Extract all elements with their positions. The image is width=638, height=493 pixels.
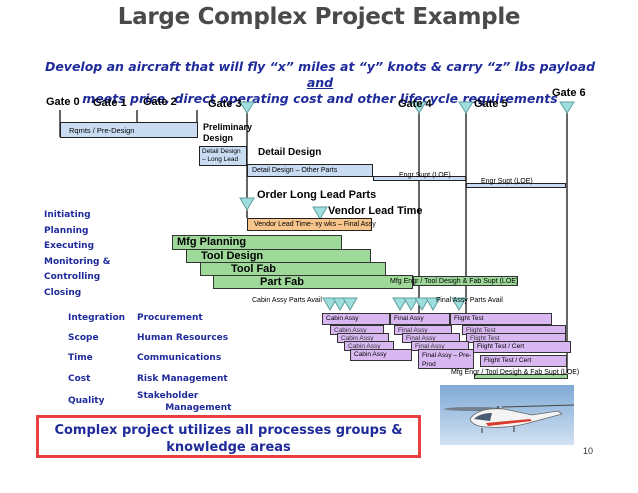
slide-subtitle: Develop an aircraft that will fly “x” mi… xyxy=(40,59,600,107)
ka-procurement: Procurement xyxy=(137,313,203,323)
pg-executing: Executing xyxy=(44,241,95,251)
subtitle-part-1: Develop an aircraft that will fly “x” mi… xyxy=(44,59,596,74)
flight-test-cert-1: Flight Test / Cert xyxy=(473,341,571,353)
pg-controlling: Controlling xyxy=(44,272,101,282)
gate-4-milestone xyxy=(411,101,427,114)
preliminary-design-label: Preliminary Design xyxy=(203,122,253,143)
detail-other-label: Detail Design – Other Parts xyxy=(252,167,338,174)
cabin-parts-avail-label: Cabin Assy Parts Avail xyxy=(252,297,322,304)
detail-long-lead-bar: Detail Design – Long Lead xyxy=(199,146,247,166)
gate-5-milestone xyxy=(458,101,474,114)
cabin-parts-milestone-2 xyxy=(332,297,348,311)
footer-text: Complex project utilizes all processes g… xyxy=(54,423,403,455)
final-assy-1: Final Assy xyxy=(390,313,450,325)
final-parts-milestone-3 xyxy=(414,297,430,311)
mfg-engr-label-1: Mfg Engr / Tool Desigh & Fab Supt (LOE) xyxy=(390,278,519,285)
subtitle-part-2: meets price, direct operating cost and o… xyxy=(82,91,558,106)
ka-integration: Integration xyxy=(68,313,126,323)
final-parts-milestone-1 xyxy=(392,297,408,311)
mfg-engr-bar-2 xyxy=(474,374,568,379)
mfg-planning-label: Mfg Planning xyxy=(177,236,247,248)
vendor-lead-bar: Vendor Lead Time- xy wks – Final Assy xyxy=(247,218,376,231)
ka-human-resources: Human Resources xyxy=(137,333,229,343)
final-parts-milestone-4 xyxy=(425,297,441,311)
gate-5-label: Gate 5 xyxy=(474,98,508,110)
helicopter-image xyxy=(440,385,574,445)
order-long-lead-milestone xyxy=(239,197,255,211)
tool-design-bar: Tool Design xyxy=(186,249,371,263)
rqmts-label: Rqmts / Pre-Design xyxy=(69,126,135,135)
vendor-lead-milestone xyxy=(312,206,328,220)
detail-design-label: Detail Design xyxy=(258,147,322,158)
pg-planning: Planning xyxy=(44,226,89,236)
cabin-assy-1: Cabin Assy xyxy=(322,313,390,325)
gate-3-milestone xyxy=(239,101,255,114)
ka-stakeholder-management: Stakeholder Management xyxy=(137,391,232,413)
gate-0-label: Gate 0 xyxy=(46,96,80,108)
flight-test-milestone-1 xyxy=(451,297,467,311)
pg-monitoring: Monitoring & xyxy=(44,257,111,267)
cabin-parts-milestone-3 xyxy=(342,297,358,311)
cabin-parts-milestone-1 xyxy=(322,297,338,311)
ka-time: Time xyxy=(68,353,93,363)
flight-test-cert-2: Flight Test / Cert xyxy=(480,355,567,367)
final-assy-preprod: Final Assy – Pre- Prod xyxy=(418,349,474,369)
vendor-lead-bar-label: Vendor Lead Time- xy wks – Final Assy xyxy=(254,221,376,228)
final-parts-avail-label: Final Assy Parts Avail xyxy=(436,297,503,304)
gate-4-label: Gate 4 xyxy=(398,98,432,110)
ka-cost: Cost xyxy=(68,374,91,384)
gate-6-milestone xyxy=(559,101,575,114)
engr-supt-label-1: Engr Supt (LOE) xyxy=(399,172,451,179)
rqmts-bar: Rqmts / Pre-Design xyxy=(60,122,198,138)
vendor-lead-time-label: Vendor Lead Time xyxy=(328,205,423,217)
subtitle-and: and xyxy=(306,75,334,90)
ka-scope: Scope xyxy=(68,333,99,343)
part-fab-label: Part Fab xyxy=(260,276,305,288)
mfg-planning-bar: Mfg Planning xyxy=(172,235,342,250)
engr-supt-bar-1 xyxy=(373,176,466,181)
ka-risk-management: Risk Management xyxy=(137,374,228,384)
mfg-engr-label-2: Mfg Engr / Tool Desigh & Fab Supt (LOE) xyxy=(451,369,580,376)
ka-communications: Communications xyxy=(137,353,222,363)
cabin-assy-5: Cabin Assy xyxy=(350,349,412,361)
part-fab-bar: Part Fab xyxy=(213,275,413,289)
footer-callout: Complex project utilizes all processes g… xyxy=(36,415,421,458)
pg-initiating: Initiating xyxy=(44,210,91,220)
page-number: 10 xyxy=(583,446,594,456)
tool-fab-bar: Tool Fab xyxy=(200,262,386,276)
gate-1-label: Gate 1 xyxy=(93,97,127,109)
slide-title: Large Complex Project Example xyxy=(117,4,521,30)
ka-quality: Quality xyxy=(68,396,105,406)
gate-2-label: Gate 2 xyxy=(143,96,177,108)
order-long-lead-label: Order Long Lead Parts xyxy=(257,189,377,201)
tool-fab-label: Tool Fab xyxy=(231,263,277,275)
mfg-engr-bar-1 xyxy=(413,276,518,286)
gate-6-label: Gate 6 xyxy=(552,87,586,99)
gate-3-label: Gate 3 xyxy=(208,98,242,110)
final-parts-milestone-2 xyxy=(403,297,419,311)
engr-supt-bar-2 xyxy=(466,183,566,188)
tool-design-label: Tool Design xyxy=(201,250,264,262)
detail-long-lead-label: Detail Design – Long Lead xyxy=(202,148,241,163)
engr-supt-label-2: Engr Supt (LOE) xyxy=(481,178,533,185)
pg-closing: Closing xyxy=(44,288,82,298)
flight-test-1: Flight Test xyxy=(450,313,552,325)
detail-other-bar: Detail Design – Other Parts xyxy=(247,164,373,177)
